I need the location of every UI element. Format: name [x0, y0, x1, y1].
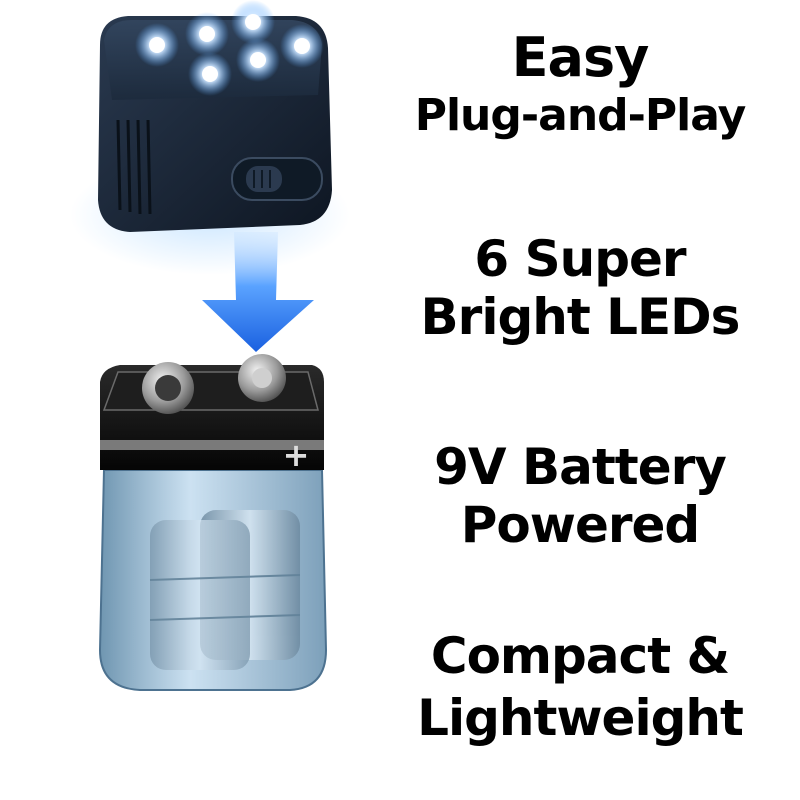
ribbed-grille — [116, 119, 152, 215]
9v-battery: + — [98, 354, 328, 691]
plus-icon: + — [283, 436, 310, 474]
feature-9v-battery-powered: 9V Battery Powered — [360, 438, 800, 554]
feature-line: 6 Super — [474, 230, 686, 288]
feature-line: Lightweight — [417, 689, 744, 747]
feature-line: Compact & — [430, 627, 730, 685]
switch-icon — [231, 157, 323, 201]
feature-line: Powered — [460, 496, 700, 554]
feature-line: Plug-and-Play — [414, 90, 747, 141]
battery-terminals — [142, 354, 286, 414]
led-light-module — [70, 0, 350, 275]
feature-list: Easy Plug-and-Play 6 Super Bright LEDs 9… — [360, 0, 800, 800]
battery-cells — [149, 510, 301, 670]
down-arrow-icon — [202, 232, 314, 352]
product-illustration: + — [70, 0, 350, 691]
led-array — [135, 0, 324, 96]
feature-line: 9V Battery — [434, 438, 727, 496]
feature-line: Easy — [511, 26, 650, 89]
feature-line: Bright LEDs — [420, 288, 741, 346]
feature-super-bright-leds: 6 Super Bright LEDs — [360, 230, 800, 346]
feature-compact-lightweight: Compact & Lightweight — [360, 625, 800, 749]
feature-plug-and-play: Easy Plug-and-Play — [360, 26, 800, 142]
